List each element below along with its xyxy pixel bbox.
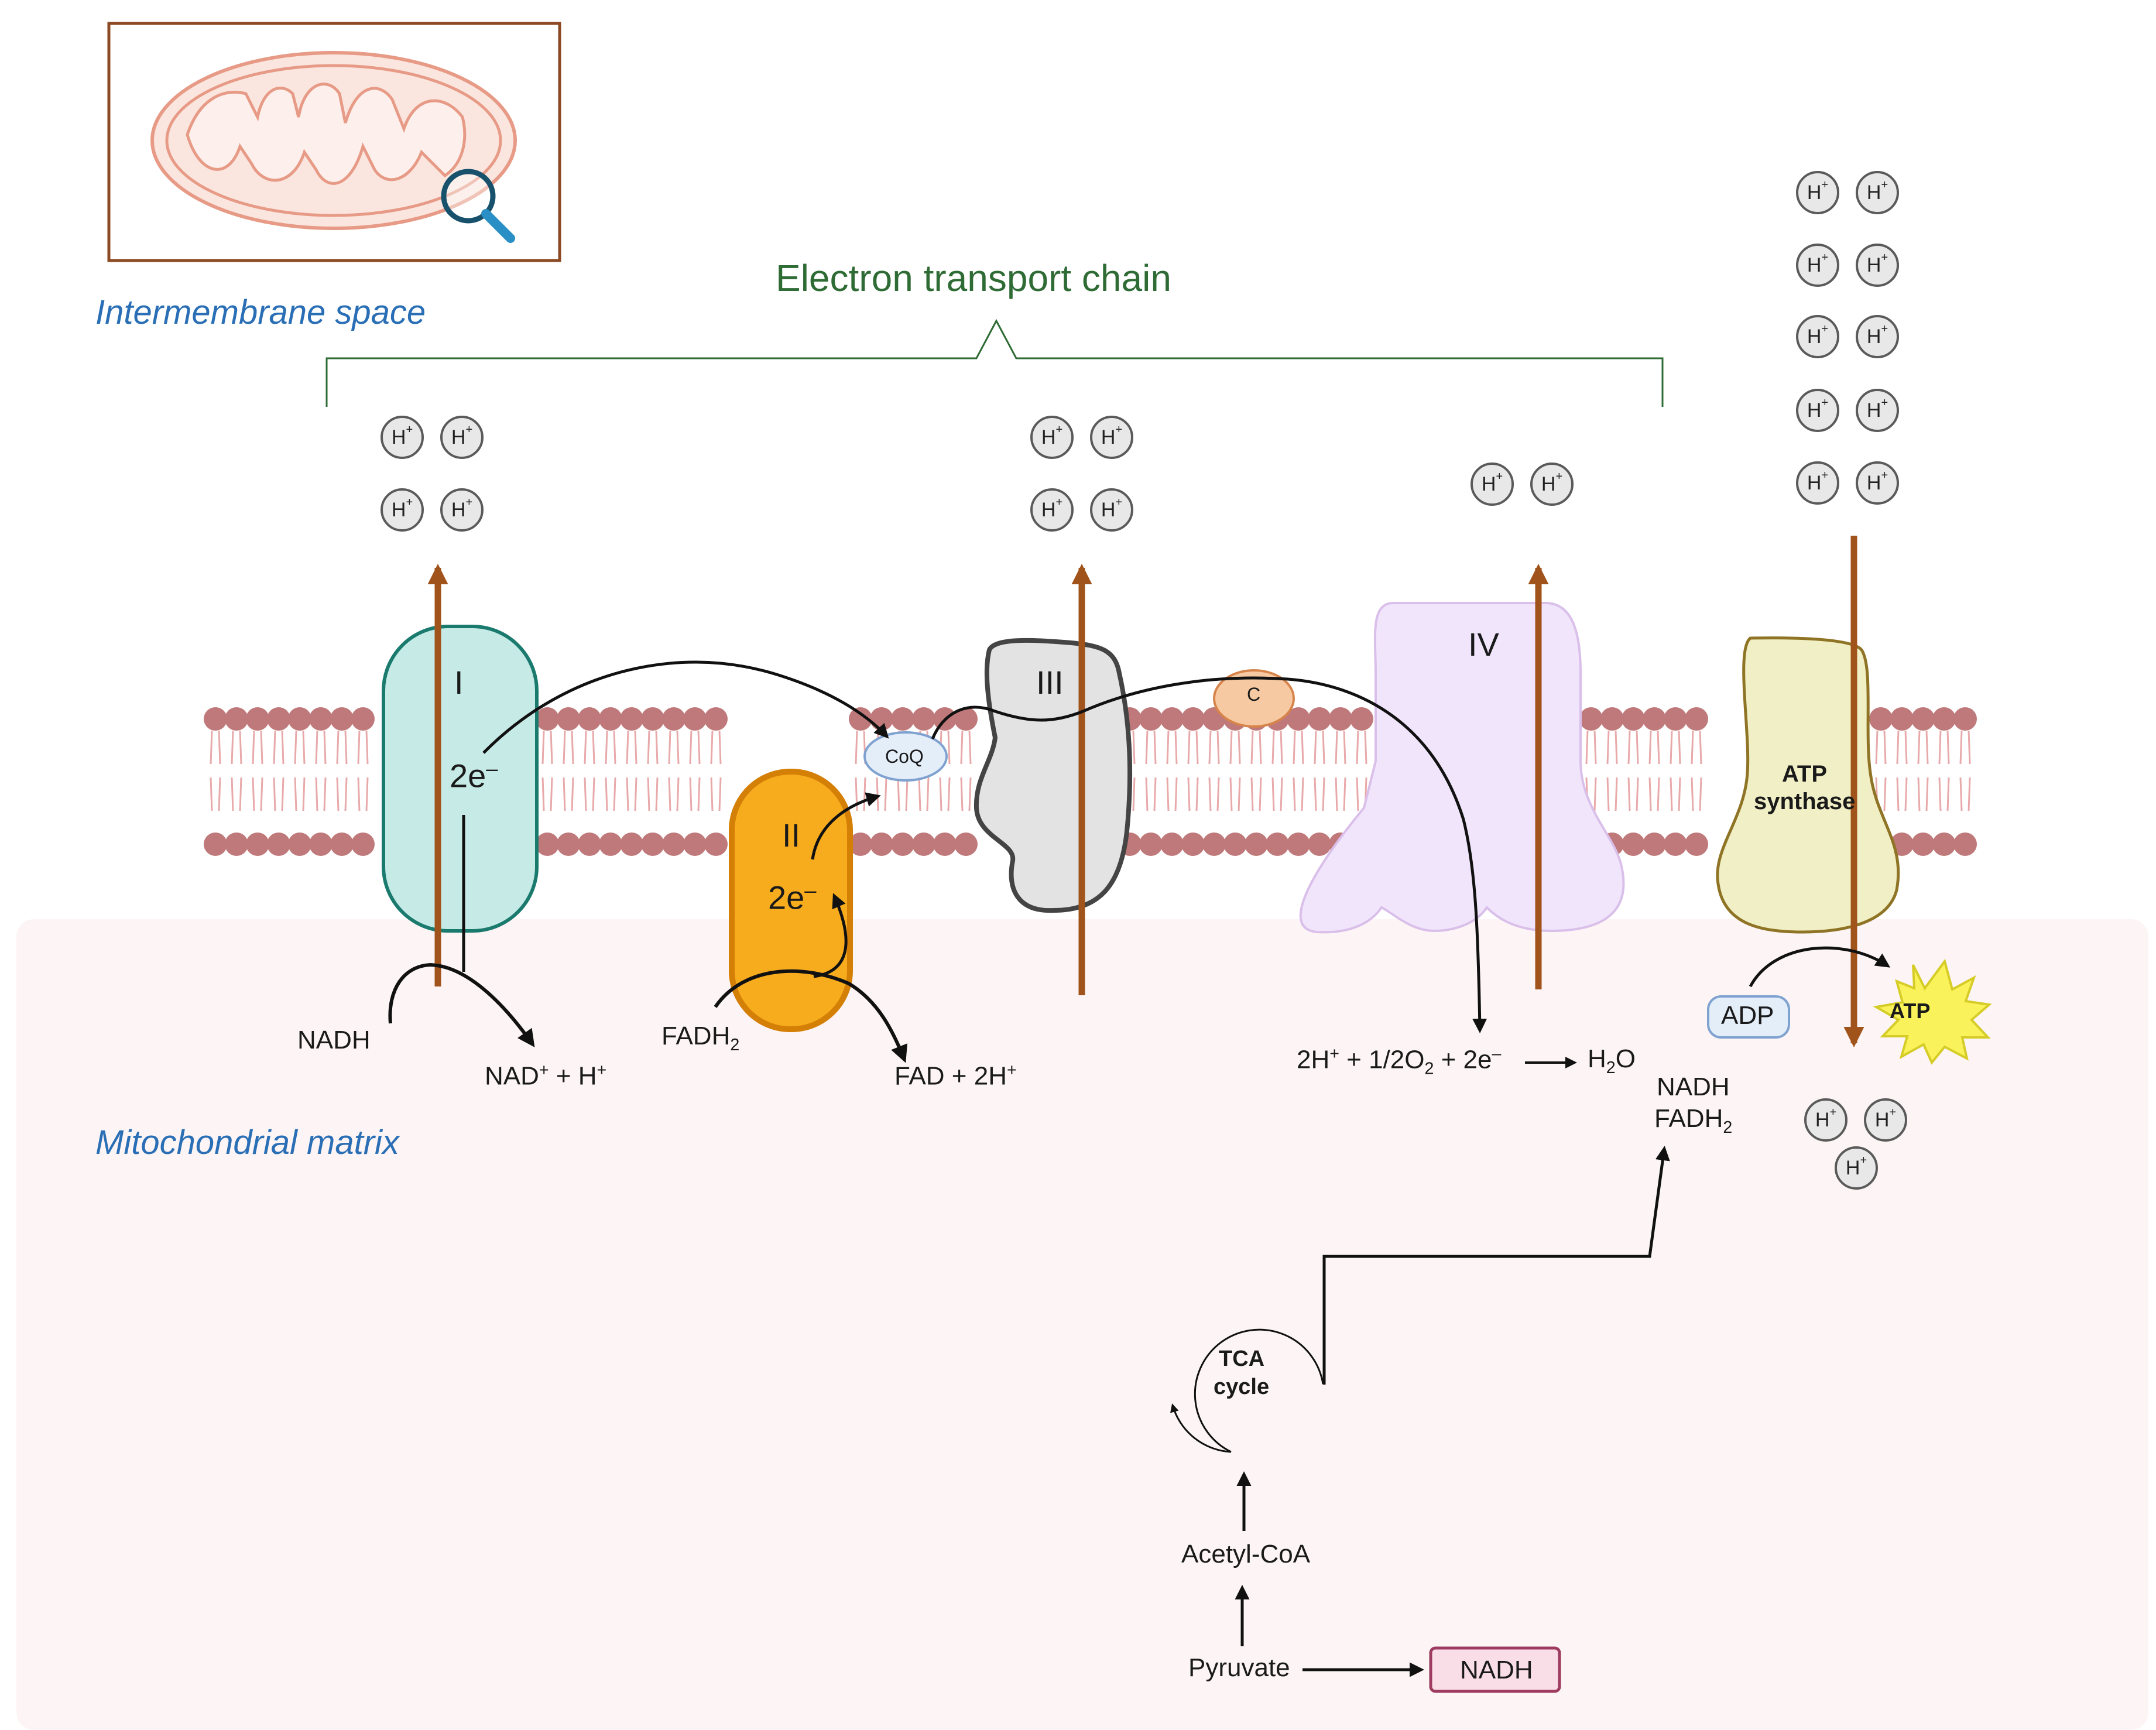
oxygen-reduction-label: 2H+ + 1/2O2 + 2e– xyxy=(1297,1044,1502,1078)
proton-ion: H+ xyxy=(1471,463,1514,506)
adp-label: ADP xyxy=(1721,1001,1774,1030)
proton-ion: H+ xyxy=(1856,171,1899,214)
proton-ion: H+ xyxy=(1804,1098,1847,1142)
tca-nadh-label: NADH xyxy=(1657,1073,1730,1101)
etc-title: Electron transport chain xyxy=(776,257,1171,299)
complex-ii-label: II xyxy=(782,817,801,854)
atp-label: ATP xyxy=(1890,999,1931,1023)
complex-i-label: I xyxy=(454,664,464,701)
proton-ion: H+ xyxy=(440,488,484,532)
atp-star xyxy=(1873,958,1992,1065)
proton-ion: H+ xyxy=(381,488,424,532)
proton-ion: H+ xyxy=(1030,488,1074,532)
complex-iii-label: III xyxy=(1036,664,1064,701)
proton-ion: H+ xyxy=(1835,1146,1878,1190)
proton-ion: H+ xyxy=(1090,416,1133,459)
magnifier-icon xyxy=(441,169,515,243)
cytochrome-c-label: C xyxy=(1247,684,1261,705)
tca-fadh2-label: FADH2 xyxy=(1654,1104,1733,1137)
coq-label: CoQ xyxy=(885,746,924,767)
complex-iv xyxy=(1299,602,1625,934)
complex-iv-label: IV xyxy=(1468,626,1499,663)
proton-ion: H+ xyxy=(1856,315,1899,358)
proton-ion: H+ xyxy=(1030,416,1074,459)
etc-bracket xyxy=(325,318,1664,407)
coq xyxy=(863,731,948,782)
proton-ion: H+ xyxy=(1796,244,1839,287)
proton-pump-arrows xyxy=(427,536,1864,1048)
reaction-arrows xyxy=(388,946,1891,1068)
complex-i xyxy=(382,625,539,933)
proton-ion: H+ xyxy=(1856,244,1899,287)
proton-ion: H+ xyxy=(1530,463,1574,506)
fad-product-label: FAD + 2H+ xyxy=(894,1061,1017,1091)
tca-cycle-label-line1: TCA xyxy=(1219,1347,1265,1371)
nadh-label: NADH xyxy=(297,1026,371,1054)
pyruvate-label: Pyruvate xyxy=(1188,1653,1290,1682)
intermembrane-space-label: Intermembrane space xyxy=(95,293,426,331)
nad-product-label: NAD+ + H+ xyxy=(485,1061,607,1091)
matrix-region xyxy=(16,919,2148,1730)
proton-ion: H+ xyxy=(381,416,424,459)
cytochrome-c xyxy=(1213,669,1295,728)
proton-ion: H+ xyxy=(440,416,484,459)
tca-pathway xyxy=(1170,1146,1670,1677)
proton-ion: H+ xyxy=(1864,1098,1907,1142)
atp-synthase-label-line1: ATP xyxy=(1782,761,1828,787)
adp-box xyxy=(1707,995,1790,1039)
mitochondrion-thumbnail xyxy=(107,22,561,262)
water-label: H2O xyxy=(1588,1044,1636,1077)
proton-ion: H+ xyxy=(1796,461,1839,505)
matrix-label: Mitochondrial matrix xyxy=(95,1123,399,1162)
proton-ion: H+ xyxy=(1090,488,1133,532)
proton-ion: H+ xyxy=(1796,315,1839,358)
nadh-box-label: NADH xyxy=(1460,1656,1533,1684)
acetyl-coa-label: Acetyl-CoA xyxy=(1181,1540,1311,1568)
proton-ion: H+ xyxy=(1856,461,1899,505)
fadh2-label: FADH2 xyxy=(661,1022,740,1054)
tca-cycle-label-line2: cycle xyxy=(1214,1375,1270,1399)
proton-ion: H+ xyxy=(1796,171,1839,214)
electron-flow xyxy=(462,660,1487,1033)
atp-synthase-label-line2: synthase xyxy=(1754,789,1856,814)
nadh-box xyxy=(1429,1646,1561,1693)
complex-ii-electrons: 2e– xyxy=(768,878,817,916)
proton-ion: H+ xyxy=(1856,389,1899,432)
complex-i-electrons: 2e– xyxy=(450,756,498,794)
proton-ion: H+ xyxy=(1796,389,1839,432)
